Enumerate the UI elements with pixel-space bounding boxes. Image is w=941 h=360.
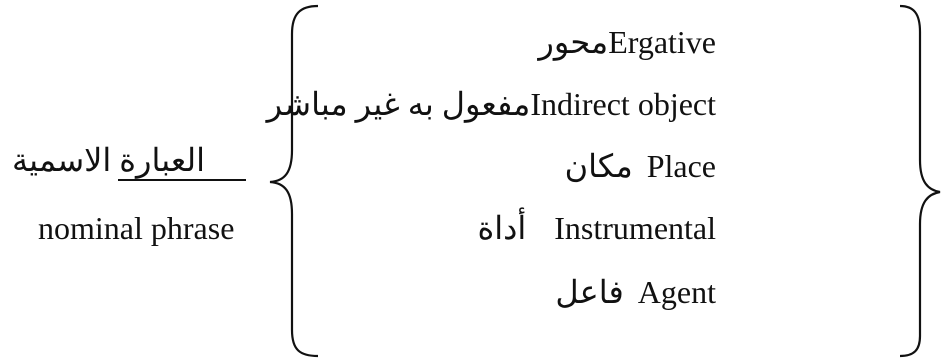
left-curly-brace — [269, 4, 319, 358]
role-place: مكان Place — [565, 146, 716, 186]
role-place-arabic: مكان — [564, 148, 633, 184]
nominal-phrase-english-label: nominal phrase — [38, 210, 235, 246]
role-instrumental-english: Instrumental — [554, 210, 716, 246]
role-agent-arabic: فاعل — [555, 274, 624, 310]
role-agent-english: Agent — [637, 274, 716, 310]
role-indirect-object: مفعول به غير مباشرIndirect object — [267, 84, 716, 124]
role-indirect-object-arabic: مفعول به غير مباشر — [266, 86, 531, 122]
role-place-english: Place — [646, 148, 716, 184]
role-ergative-english: Ergative — [608, 24, 716, 60]
nominal-phrase-arabic-label: العبارة الاسمية — [12, 142, 205, 178]
role-indirect-object-english: Indirect object — [530, 86, 716, 122]
role-ergative: محورErgative — [538, 22, 716, 62]
role-instrumental: أداة Instrumental — [477, 208, 716, 248]
role-ergative-arabic: محور — [538, 24, 609, 60]
role-instrumental-arabic: أداة — [477, 210, 527, 246]
role-agent: فاعل Agent — [555, 272, 716, 312]
right-curly-brace — [899, 4, 941, 358]
